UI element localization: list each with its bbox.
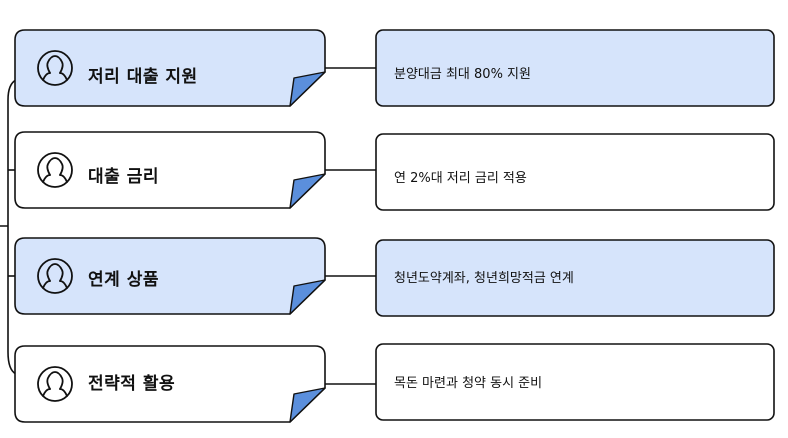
user-icon xyxy=(37,366,73,402)
category-label-loan-support: 저리 대출 지원 xyxy=(88,66,198,87)
user-icon xyxy=(37,152,73,188)
detail-label-loan-support: 분양대금 최대 80% 지원 xyxy=(394,66,531,82)
folded-corner-interest-rate xyxy=(289,173,326,209)
detail-box-loan-support xyxy=(375,29,775,107)
user-icon xyxy=(37,258,73,294)
detail-label-strategic-use: 목돈 마련과 청약 동시 준비 xyxy=(394,375,543,391)
category-box-linked-products xyxy=(14,237,326,315)
trunk-connector xyxy=(0,79,17,375)
detail-box-interest-rate xyxy=(375,133,775,211)
category-label-strategic-use: 전략적 활용 xyxy=(88,373,176,394)
category-box-interest-rate xyxy=(14,131,326,209)
category-label-interest-rate: 대출 금리 xyxy=(88,166,159,187)
folded-corner-strategic-use xyxy=(289,387,326,423)
user-icon xyxy=(37,50,73,86)
category-label-linked-products: 연계 상품 xyxy=(88,269,159,290)
folded-corner-linked-products xyxy=(289,279,326,315)
folded-corner-loan-support xyxy=(289,71,326,107)
detail-label-linked-products: 청년도약계좌, 청년희망적금 연계 xyxy=(394,270,574,286)
detail-box-strategic-use xyxy=(375,343,775,421)
detail-box-linked-products xyxy=(375,239,775,317)
category-box-loan-support xyxy=(14,29,326,107)
category-box-strategic-use xyxy=(14,345,326,423)
detail-label-interest-rate: 연 2%대 저리 금리 적용 xyxy=(394,170,527,186)
